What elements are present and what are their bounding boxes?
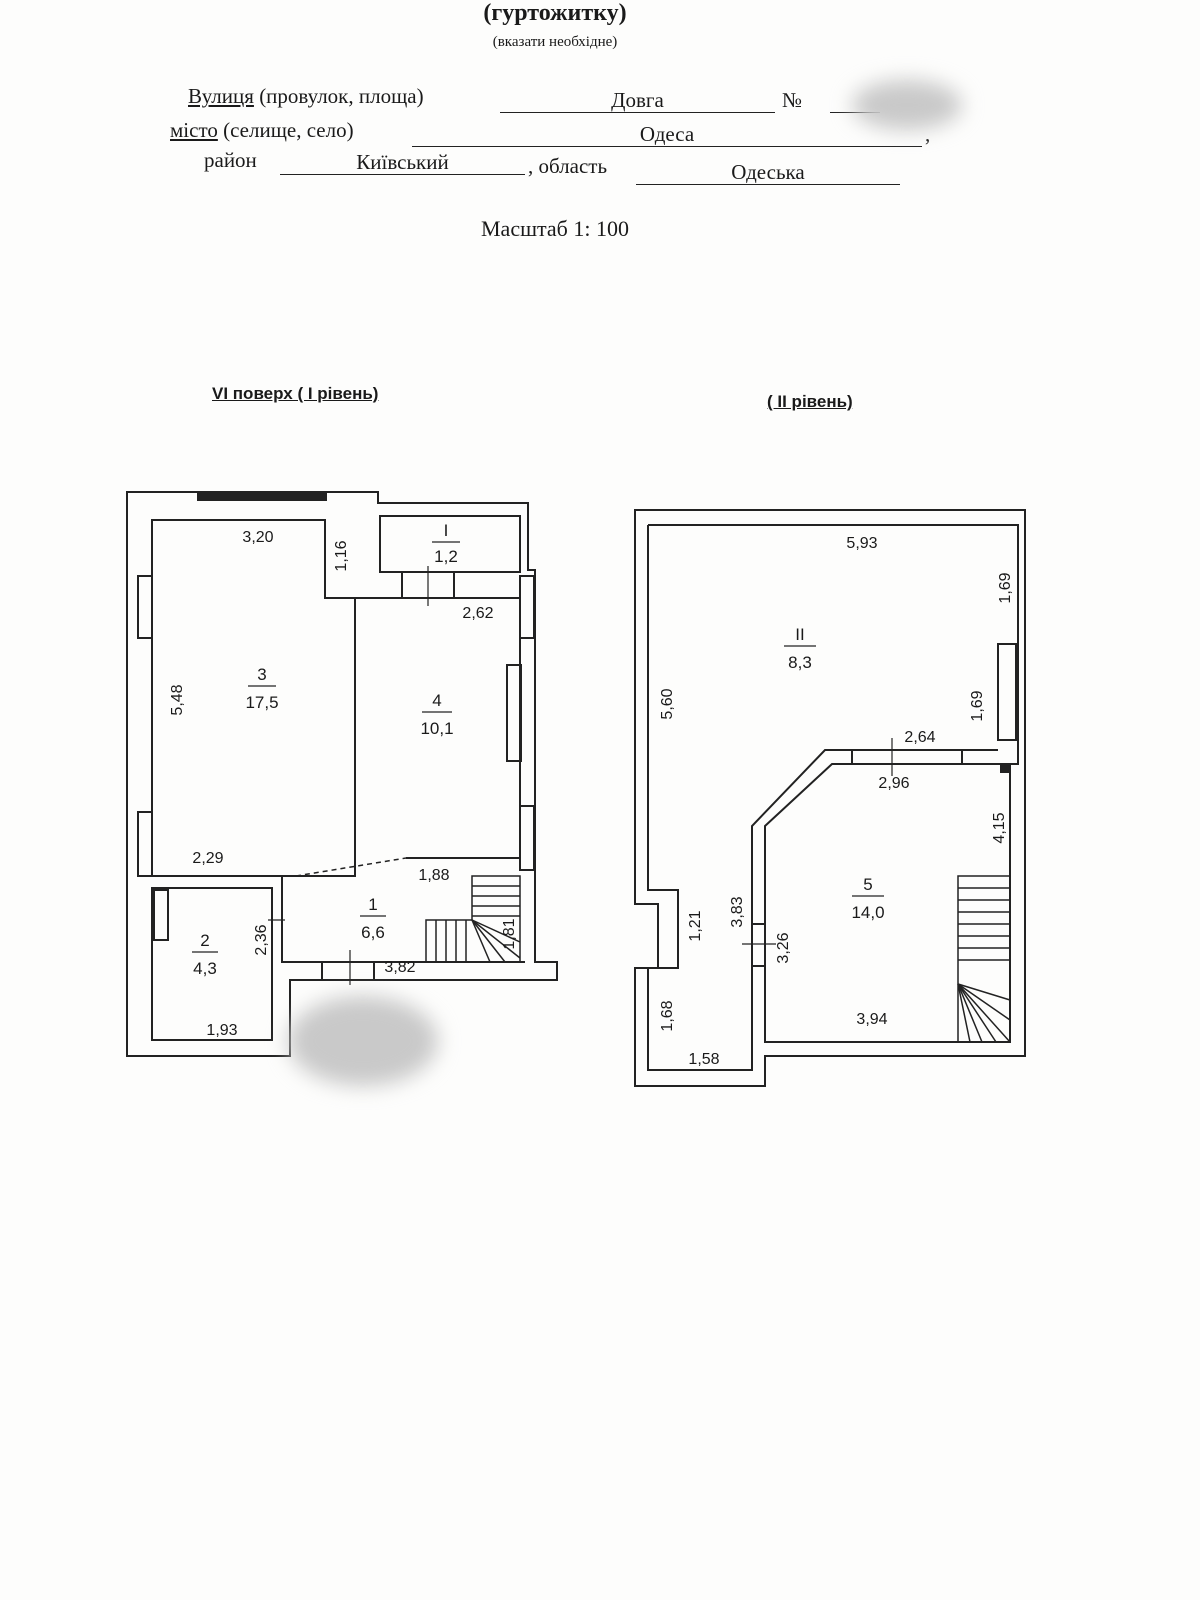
room-4-area: 10,1 [420, 719, 453, 738]
l2-dim-326: 3,26 [775, 932, 792, 963]
l1-door-right-1 [519, 575, 535, 639]
l2-outer-wall [634, 509, 1026, 1087]
l2-dim-264: 2,64 [904, 729, 935, 746]
l2-inner-wall-left [647, 525, 998, 1071]
city-label-rest: (селище, село) [223, 118, 354, 142]
district-field: Київський [280, 150, 525, 175]
l2-room-labels: II 8,3 5 14,0 [784, 625, 885, 922]
city-label-main: місто [170, 118, 218, 142]
l1-stairs [425, 875, 521, 963]
l1-dimensions: 3,20 1,16 2,62 5,48 2,29 1,88 2,36 3,82 … [169, 529, 518, 1039]
street-label-rest: (провулок, площа) [259, 84, 424, 108]
room-2-num: 2 [200, 931, 209, 950]
room-5-num: 5 [863, 875, 872, 894]
l1-dim-548: 5,48 [169, 684, 186, 715]
room-4-num: 4 [432, 691, 441, 710]
l1-dim-188: 1,88 [418, 867, 449, 884]
redaction-number [852, 80, 962, 130]
redaction-plan [288, 996, 438, 1086]
l2-dim-121: 1,21 [687, 910, 704, 941]
l2-dim-394: 3,94 [856, 1011, 887, 1028]
l1-window-right [506, 664, 522, 762]
l1-dim-236: 2,36 [253, 924, 270, 955]
l1-dim-262: 2,62 [462, 605, 493, 622]
l1-dim-320: 3,20 [242, 529, 273, 546]
l1-window-top [197, 491, 327, 501]
l1-door-room2 [153, 889, 169, 941]
scale-label: Масштаб 1: 100 [481, 216, 629, 241]
l2-window-right [997, 643, 1017, 741]
l1-door-right-2 [519, 805, 535, 871]
room-II-num: II [795, 625, 804, 644]
l1-room-labels: 3 17,5 4 10,1 I 1,2 1 6,6 2 4,3 [192, 521, 460, 978]
l1-dim-193: 1,93 [206, 1022, 237, 1039]
l1-dim-116: 1,16 [333, 540, 350, 571]
room-I-num: I [444, 521, 449, 540]
l2-dim-415: 4,15 [991, 812, 1008, 843]
l1-dim-181: 1,81 [501, 918, 518, 949]
room-II-area: 8,3 [788, 653, 812, 672]
district-label: район [204, 148, 257, 172]
room-3-area: 17,5 [245, 693, 278, 712]
l2-dim-169-b: 1,69 [969, 690, 986, 721]
l2-room5-wall [764, 763, 1011, 1043]
l2-dim-169-a: 1,69 [997, 572, 1014, 603]
room-1-num: 1 [368, 895, 377, 914]
l2-dim-158: 1,58 [688, 1051, 719, 1068]
room-3-num: 3 [257, 665, 266, 684]
l2-dim-593: 5,93 [846, 535, 877, 552]
l1-window-left-2 [137, 811, 153, 877]
room-2-area: 4,3 [193, 959, 217, 978]
region-label: , область [528, 154, 608, 178]
l1-outer-wall [126, 491, 558, 1057]
document-title: (гуртожитку) [483, 0, 627, 26]
street-field: Довга [500, 88, 775, 113]
level2-plan [634, 509, 1026, 1087]
city-label: місто (селище, село) [170, 118, 354, 143]
l2-dim-ticks [742, 738, 893, 945]
l2-door-left [751, 923, 766, 967]
l2-inner-wall [648, 524, 1019, 765]
l2-dim-296: 2,96 [878, 775, 909, 792]
room-I-area: 1,2 [434, 547, 458, 566]
level2-label: ( II рівень) [767, 392, 853, 411]
l1-door-entry [321, 961, 375, 981]
l1-dashed-boundaries [295, 598, 407, 877]
street-label: Вулиця (провулок, площа) [188, 84, 424, 109]
l1-dim-229: 2,29 [192, 850, 223, 867]
level1-label: VI поверх ( I рівень) [212, 384, 379, 403]
number-label: № [782, 88, 803, 112]
room-5-area: 14,0 [851, 903, 884, 922]
l2-dim-383: 3,83 [729, 896, 746, 927]
room-1-area: 6,6 [361, 923, 385, 942]
l1-dim-382: 3,82 [384, 959, 415, 976]
region-field: Одеська [636, 160, 900, 185]
l2-door-top [851, 749, 963, 765]
l2-dim-560: 5,60 [659, 688, 676, 719]
city-field: Одеса [412, 122, 922, 147]
l2-dimensions: 5,93 1,69 5,60 1,69 2,64 2,96 4,15 1,21 … [659, 535, 1014, 1068]
l1-hall-wall [281, 876, 525, 963]
l2-door-small [1000, 763, 1009, 773]
l1-balcony-wall [379, 515, 521, 573]
l2-dim-168: 1,68 [659, 1000, 676, 1031]
l1-dim-ticks [268, 566, 429, 985]
comma: , [925, 122, 931, 146]
document-note: (вказати необхідне) [492, 34, 618, 50]
l2-stairs [957, 875, 1011, 1043]
l1-window-left-1 [137, 575, 153, 639]
l1-room2-wall [151, 887, 273, 1041]
level1-plan [126, 491, 558, 1057]
street-label-main: Вулиця [188, 84, 254, 108]
